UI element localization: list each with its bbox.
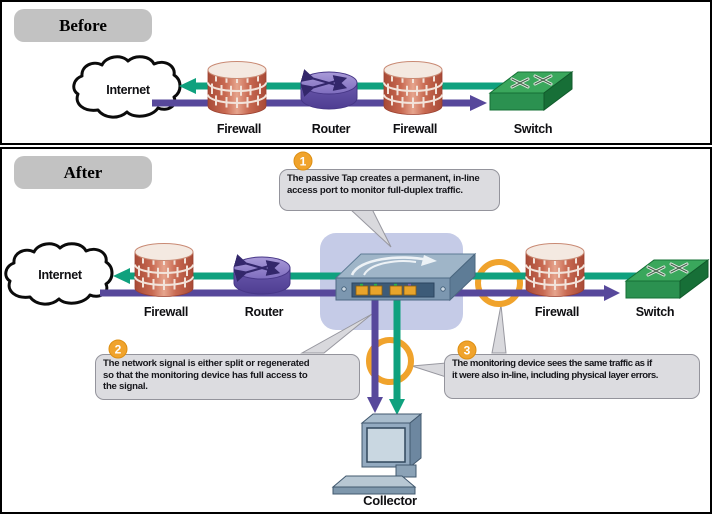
- internet-label: Internet: [106, 83, 150, 97]
- firewall-icon: [383, 60, 443, 116]
- callout-line: so that the monitoring device has full a…: [103, 369, 308, 381]
- switch-label: Switch: [513, 122, 553, 136]
- router-label: Router: [244, 305, 284, 319]
- callout-passive-tap: The passive Tap creates a permanent, in-…: [279, 169, 500, 211]
- callout-monitoring-device: The monitoring device sees the same traf…: [444, 354, 700, 399]
- highlight-ring-monitor: [366, 337, 414, 385]
- callout-line: it were also in-line, including physical…: [452, 369, 659, 381]
- traffic-line-green: [179, 78, 536, 94]
- firewall-icon: [207, 60, 267, 116]
- before-diagram-canvas: [72, 55, 574, 119]
- callout-line: The network signal is either split or re…: [103, 358, 310, 369]
- callout-number-badge: 1: [293, 151, 313, 171]
- switch-icon: [624, 258, 710, 300]
- after-title: After: [14, 156, 152, 189]
- firewall-label: Firewall: [216, 122, 262, 136]
- after-diagram-canvas: [4, 208, 710, 495]
- collector-label: Collector: [363, 493, 417, 508]
- after-panel: After The passive Tap creates a permanen…: [0, 147, 712, 514]
- callout-number-badge: 3: [457, 340, 477, 360]
- internet-label: Internet: [38, 268, 82, 282]
- before-title: Before: [14, 9, 152, 42]
- switch-icon: [488, 70, 574, 112]
- callout-tails: [300, 208, 507, 378]
- firewall-label: Firewall: [392, 122, 438, 136]
- firewall-icon: [134, 242, 194, 298]
- callout-tail: [411, 362, 447, 378]
- collector-icon: [331, 412, 423, 495]
- callout-line: The monitoring device sees the same traf…: [452, 358, 652, 369]
- callout-tail: [300, 313, 373, 354]
- router-icon: [234, 257, 290, 294]
- tap-leds: [360, 283, 411, 286]
- firewall-label: Firewall: [534, 305, 580, 319]
- firewall-icon: [525, 242, 585, 298]
- callout-line: access port to monitor full-duplex traff…: [287, 184, 463, 196]
- callout-tail: [491, 304, 507, 354]
- callout-line: The passive Tap creates a permanent, in-…: [287, 173, 480, 184]
- monitor-line-green: [389, 296, 405, 415]
- monitor-line-purple: [367, 296, 383, 413]
- callout-number-badge: 2: [108, 339, 128, 359]
- router-label: Router: [311, 122, 351, 136]
- highlight-ring-inline: [475, 259, 523, 307]
- callout-signal-split: The network signal is either split or re…: [95, 354, 360, 400]
- callout-line: the signal.: [103, 381, 148, 393]
- tap-icon: [334, 252, 477, 302]
- switch-label: Switch: [635, 305, 675, 319]
- router-icon: [301, 72, 357, 109]
- before-panel: Before Internet Firewall Router Firewall…: [0, 0, 712, 145]
- firewall-label: Firewall: [143, 305, 189, 319]
